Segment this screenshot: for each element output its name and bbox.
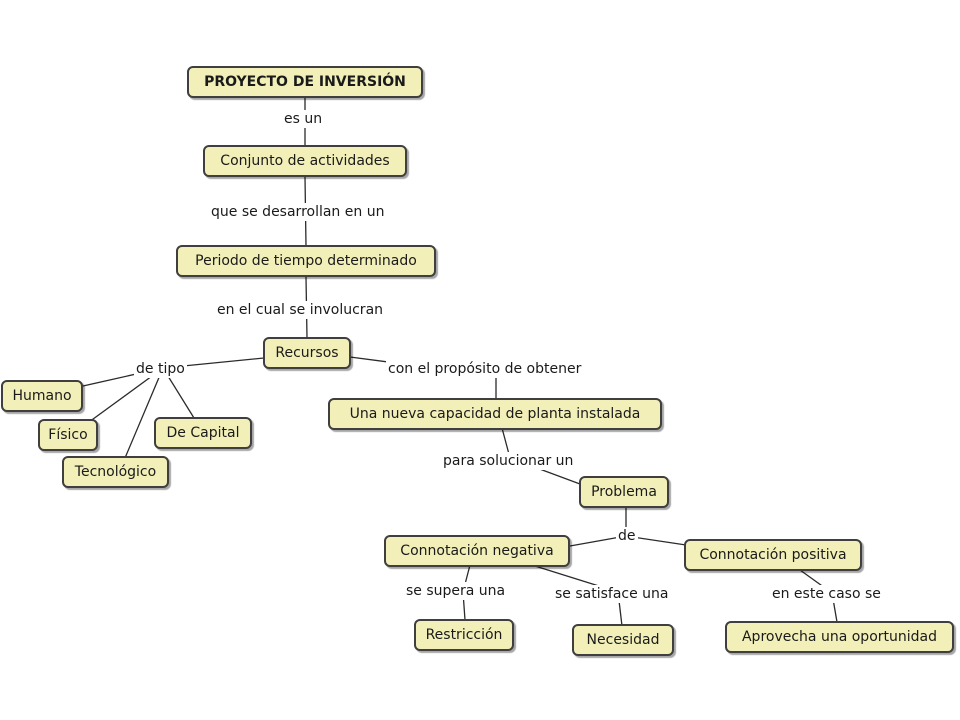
concept-de-capital[interactable]: De Capital — [154, 417, 252, 449]
concept-fisico[interactable]: Físico — [38, 419, 98, 451]
concept-connotacion-negativa[interactable]: Connotación negativa — [384, 535, 570, 567]
link-label-es-un: es un — [282, 110, 325, 128]
link-label-con-el-proposito: con el propósito de obtener — [386, 360, 584, 378]
concept-periodo-de-tiempo[interactable]: Periodo de tiempo determinado — [176, 245, 436, 277]
concept-problema[interactable]: Problema — [579, 476, 669, 508]
link-label-en-el-cual: en el cual se involucran — [215, 301, 386, 319]
concept-recursos[interactable]: Recursos — [263, 337, 351, 369]
link-label-en-este-caso: en este caso se — [770, 585, 883, 603]
link-label-de: de — [616, 527, 638, 545]
concept-conjunto-de-actividades[interactable]: Conjunto de actividades — [203, 145, 407, 177]
link-label-se-supera: se supera una — [404, 582, 508, 600]
concept-nueva-capacidad[interactable]: Una nueva capacidad de planta instalada — [328, 398, 662, 430]
link-label-de-tipo: de tipo — [134, 360, 187, 378]
link-label-que-se-desarrollan: que se desarrollan en un — [209, 203, 387, 221]
link-label-se-satisface: se satisface una — [553, 585, 671, 603]
concept-aprovecha-oportunidad[interactable]: Aprovecha una oportunidad — [725, 621, 954, 653]
concept-necesidad[interactable]: Necesidad — [572, 624, 674, 656]
concept-restriccion[interactable]: Restricción — [414, 619, 514, 651]
concept-tecnologico[interactable]: Tecnológico — [62, 456, 169, 488]
concept-humano[interactable]: Humano — [1, 380, 83, 412]
link-label-para-solucionar: para solucionar un — [441, 452, 576, 470]
concept-connotacion-positiva[interactable]: Connotación positiva — [684, 539, 862, 571]
concept-proyecto-de-inversion[interactable]: PROYECTO DE INVERSIÓN — [187, 66, 423, 98]
